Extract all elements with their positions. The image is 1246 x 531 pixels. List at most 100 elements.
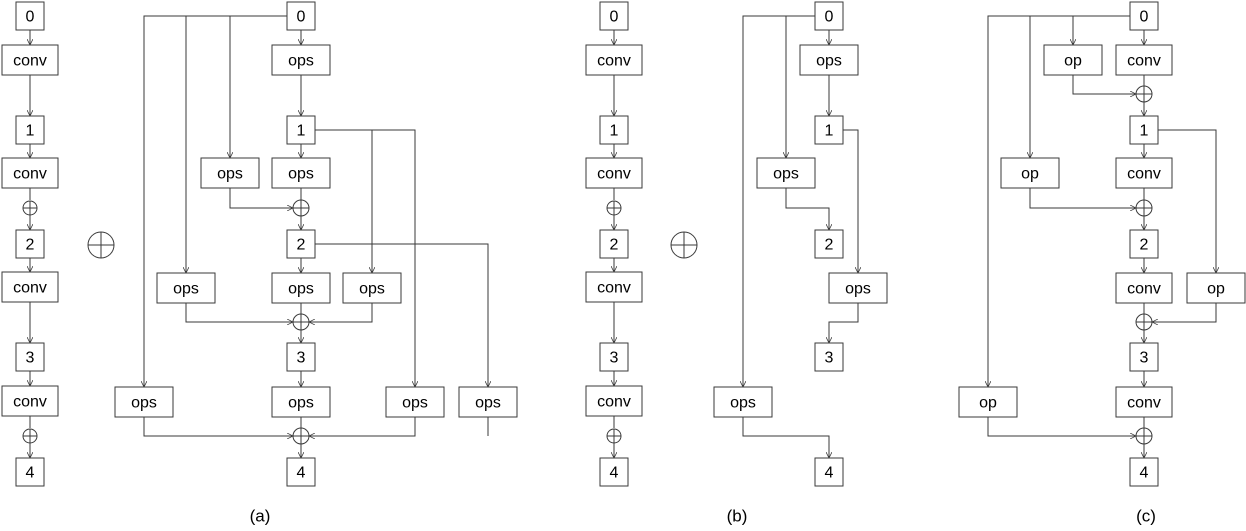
svg-text:ops: ops — [288, 166, 314, 183]
node-1: 1 — [599, 115, 629, 145]
svg-text:ops: ops — [131, 395, 157, 412]
sum-node — [292, 427, 310, 445]
sum-node — [22, 200, 38, 216]
edge — [742, 417, 829, 458]
ops-block: ops — [271, 386, 331, 418]
sum-node — [22, 428, 38, 444]
conv-block: conv — [1, 44, 59, 76]
op-block: op — [1000, 157, 1060, 189]
ops-block: ops — [458, 386, 518, 418]
svg-text:conv: conv — [13, 280, 47, 297]
sum-node — [292, 199, 310, 217]
node-3: 3 — [15, 342, 45, 372]
svg-text:2: 2 — [610, 237, 619, 254]
edge — [829, 303, 859, 343]
captions: (a)(b)(c) — [250, 507, 1156, 526]
svg-text:conv: conv — [1127, 395, 1161, 412]
svg-text:conv: conv — [13, 53, 47, 70]
svg-text:2: 2 — [825, 237, 834, 254]
edge — [315, 243, 488, 387]
svg-text:4: 4 — [825, 465, 834, 482]
ops-block: ops — [799, 44, 859, 76]
ops-block: ops — [385, 386, 445, 418]
svg-text:3: 3 — [825, 350, 834, 367]
svg-text:op: op — [1207, 281, 1225, 298]
node-2: 2 — [1129, 229, 1159, 259]
svg-text:4: 4 — [610, 465, 619, 482]
conv-block: conv — [1, 157, 59, 189]
node-0: 0 — [1129, 1, 1159, 31]
node-3: 3 — [1129, 342, 1159, 372]
node-1: 1 — [15, 115, 45, 145]
edge — [843, 129, 858, 273]
svg-text:conv: conv — [1127, 166, 1161, 183]
svg-text:0: 0 — [297, 9, 306, 26]
node-4: 4 — [15, 457, 45, 487]
conv-block: conv — [585, 44, 643, 76]
svg-text:conv: conv — [597, 53, 631, 70]
conv-block: conv — [1115, 44, 1173, 76]
ops-block: ops — [756, 157, 816, 189]
ops-block: ops — [271, 272, 331, 304]
connections — [30, 15, 1217, 458]
svg-text:4: 4 — [1140, 465, 1149, 482]
node-3: 3 — [286, 342, 316, 372]
svg-text:conv: conv — [1127, 53, 1161, 70]
svg-text:3: 3 — [297, 350, 306, 367]
node-4: 4 — [599, 457, 629, 487]
svg-text:3: 3 — [1140, 350, 1149, 367]
edge — [987, 417, 1136, 436]
conv-block: conv — [1115, 272, 1173, 304]
edge — [229, 188, 293, 208]
ops-block: ops — [271, 157, 331, 189]
node-2: 2 — [814, 229, 844, 259]
svg-text:4: 4 — [297, 465, 306, 482]
ops-block: ops — [114, 386, 174, 418]
combine-operator-icon — [87, 231, 115, 259]
conv-block: conv — [585, 157, 643, 189]
node-1: 1 — [814, 115, 844, 145]
sum-node — [1135, 313, 1153, 331]
svg-text:ops: ops — [173, 281, 199, 298]
svg-text:ops: ops — [402, 395, 428, 412]
edge — [309, 303, 373, 322]
node-2: 2 — [599, 229, 629, 259]
edge — [1072, 75, 1136, 94]
edge — [144, 15, 287, 387]
sum-node — [1135, 427, 1153, 445]
combine-symbols — [87, 231, 698, 259]
svg-text:4: 4 — [26, 465, 35, 482]
svg-text:2: 2 — [26, 237, 35, 254]
combine-operator-icon — [670, 231, 698, 259]
svg-text:ops: ops — [475, 395, 501, 412]
ops-block: ops — [156, 272, 216, 304]
node-4: 4 — [286, 457, 316, 487]
svg-text:op: op — [1064, 53, 1082, 70]
conv-block: conv — [585, 271, 643, 303]
caption-1: (b) — [727, 507, 748, 526]
edge — [1158, 129, 1216, 273]
svg-text:conv: conv — [1127, 281, 1161, 298]
svg-text:op: op — [1021, 166, 1039, 183]
svg-text:ops: ops — [288, 281, 314, 298]
ops-block: ops — [271, 44, 331, 76]
caption-0: (a) — [250, 507, 271, 526]
svg-text:conv: conv — [597, 166, 631, 183]
svg-text:0: 0 — [825, 9, 834, 26]
svg-text:2: 2 — [1140, 237, 1149, 254]
svg-text:1: 1 — [825, 123, 834, 140]
node-2: 2 — [286, 229, 316, 259]
svg-text:ops: ops — [288, 395, 314, 412]
ops-block: ops — [713, 386, 773, 418]
conv-block: conv — [1, 385, 59, 417]
svg-text:conv: conv — [597, 280, 631, 297]
ops-block: ops — [342, 272, 402, 304]
svg-text:3: 3 — [26, 350, 35, 367]
op-block: op — [1043, 44, 1103, 76]
conv-block: conv — [1, 271, 59, 303]
svg-text:conv: conv — [13, 394, 47, 411]
edge — [1152, 303, 1217, 322]
svg-text:ops: ops — [730, 395, 756, 412]
svg-text:1: 1 — [610, 123, 619, 140]
